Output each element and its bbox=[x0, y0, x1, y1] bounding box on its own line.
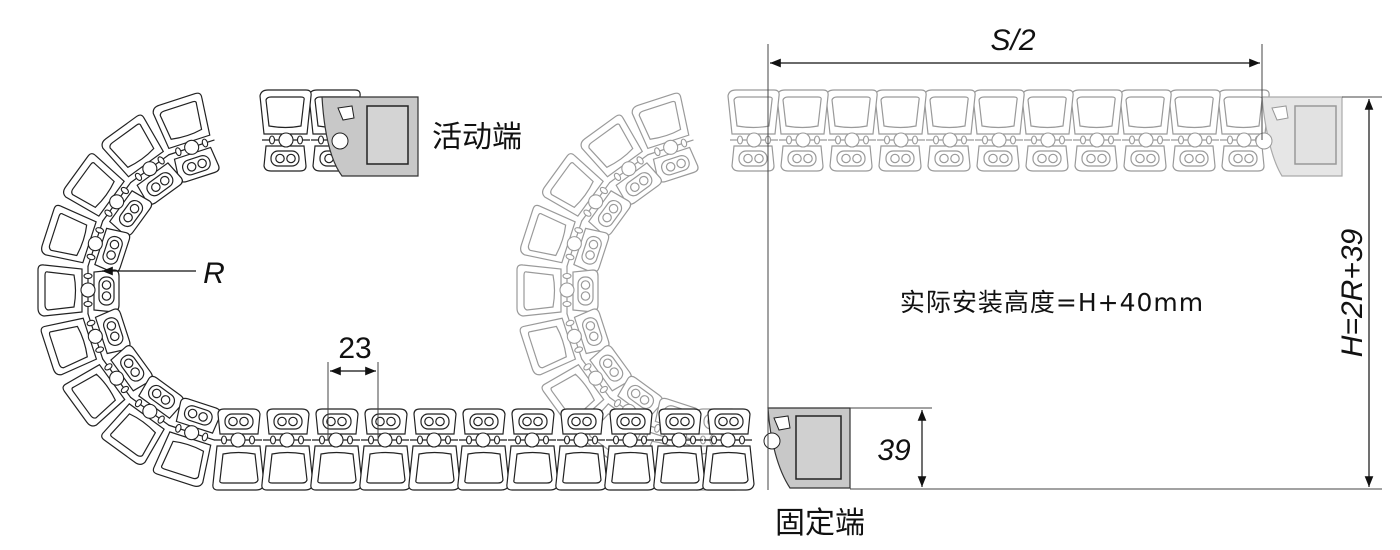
ghost-link-12 bbox=[580, 114, 662, 205]
ghost-link-7 bbox=[874, 89, 927, 172]
total-height-dimension: H=2R+39 bbox=[850, 96, 1382, 490]
main-chain bbox=[37, 89, 755, 491]
ghost-link-16 bbox=[519, 308, 610, 376]
main-link-11 bbox=[212, 408, 265, 491]
ghost-link-1 bbox=[1168, 89, 1221, 172]
main-link-21 bbox=[702, 408, 755, 491]
half-stroke-dimension: S/2 bbox=[767, 24, 1263, 490]
main-link-16 bbox=[457, 408, 510, 491]
total-height-label: H=2R+39 bbox=[1336, 228, 1369, 357]
main-link-17 bbox=[506, 408, 559, 491]
radius-label: R bbox=[203, 257, 225, 290]
main-link-9 bbox=[101, 375, 185, 466]
fixed-end-bracket bbox=[763, 407, 851, 489]
main-link-8 bbox=[62, 345, 153, 427]
moving-end-bracket bbox=[321, 96, 419, 177]
radius-indicator: R bbox=[102, 257, 225, 290]
main-link-19 bbox=[604, 408, 657, 491]
main-link-3 bbox=[101, 114, 183, 205]
end-height-label: 39 bbox=[877, 434, 911, 467]
main-link-6 bbox=[37, 264, 120, 317]
ghost-link-15 bbox=[516, 264, 599, 317]
pitch-dimension: 23 bbox=[327, 332, 379, 440]
pitch-label: 23 bbox=[338, 332, 371, 365]
ghost-link-6 bbox=[923, 89, 976, 172]
main-link-13 bbox=[310, 408, 363, 491]
ghost-link-8 bbox=[825, 89, 878, 172]
main-link-4 bbox=[62, 153, 153, 237]
main-link-5 bbox=[41, 204, 131, 274]
ghost-link-4 bbox=[1021, 89, 1074, 172]
main-link-14 bbox=[359, 408, 412, 491]
main-link-12 bbox=[261, 408, 314, 491]
ghost-link-0 bbox=[1217, 89, 1270, 172]
main-link-18 bbox=[555, 408, 608, 491]
fixed-end-label: 固定端 bbox=[775, 506, 865, 541]
main-link-2 bbox=[152, 92, 220, 183]
ghost-link-2 bbox=[1119, 89, 1172, 172]
ghost-link-9 bbox=[776, 89, 829, 172]
main-link-1 bbox=[259, 89, 312, 172]
half-stroke-label: S/2 bbox=[990, 24, 1035, 57]
ghost-link-5 bbox=[972, 89, 1025, 172]
ghost-link-11 bbox=[631, 92, 699, 183]
ghost-moving-end-bracket bbox=[1255, 96, 1343, 177]
ghost-link-10 bbox=[727, 89, 780, 172]
main-link-20 bbox=[653, 408, 706, 491]
moving-end-label: 活动端 bbox=[432, 120, 522, 155]
main-link-15 bbox=[408, 408, 461, 491]
end-height-dimension: 39 bbox=[850, 407, 932, 487]
install-height-label: 实际安装高度=H+40mm bbox=[900, 288, 1204, 317]
main-link-7 bbox=[40, 308, 131, 376]
ghost-link-3 bbox=[1070, 89, 1123, 172]
